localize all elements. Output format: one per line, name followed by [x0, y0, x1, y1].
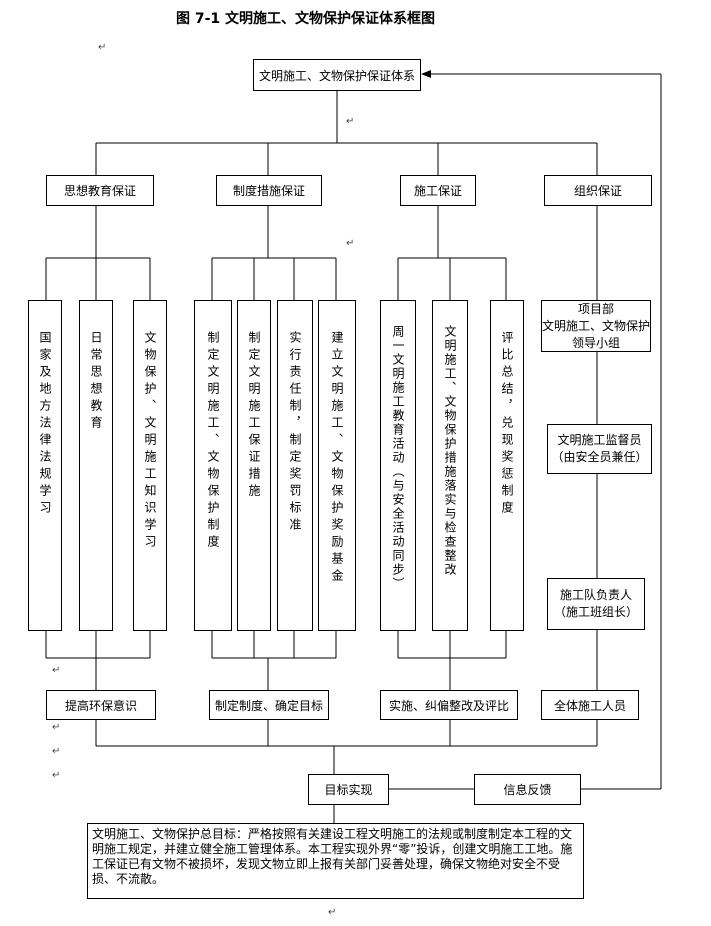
item-box: 周一文明施工教育活动（与安全活动同步） [380, 300, 416, 631]
paragraph-mark: ↵ [328, 907, 337, 918]
outcome-label: 制定制度、确定目标 [214, 698, 323, 713]
item-box: 文物保护、文明施工知识学习 [133, 300, 167, 631]
paragraph-mark: ↵ [346, 238, 355, 249]
item-label: 文物保护、文明施工知识学习 [143, 331, 157, 552]
paragraph-mark: ↵ [52, 665, 61, 676]
paragraph-mark: ↵ [98, 42, 107, 53]
item-label: 国家及地方法律法规学习 [38, 331, 52, 518]
item-label: 实行责任制，制定奖罚标准 [288, 331, 302, 535]
target-node-label: 目标实现 [324, 783, 373, 797]
branch-header-label: 制度措施保证 [232, 184, 305, 198]
branch-header-thought-education: 思想教育保证 [46, 175, 154, 206]
org-node-line: （由安全员兼任） [551, 450, 648, 464]
outcome-box: 实施、纠偏整改及评比 [380, 690, 518, 720]
outcome-box: 提高环保意识 [46, 690, 156, 720]
overall-goal-text: 文明施工、文物保护总目标：严格按照有关建设工程文明施工的法规或制度制定本工程的文… [92, 827, 573, 886]
paragraph-mark: ↵ [52, 746, 61, 757]
item-box: 制定文明施工保证措施 [237, 300, 271, 631]
branch-header-construction: 施工保证 [400, 175, 476, 206]
paragraph-mark: ↵ [346, 116, 355, 127]
outcome-box: 制定制度、确定目标 [209, 690, 329, 720]
paragraph-mark: ↵ [52, 770, 61, 781]
branch-header-organization: 组织保证 [544, 175, 652, 206]
diagram-title: 图 7-1 文明施工、文物保护保证体系框图 [176, 11, 436, 27]
overall-goal-box: 文明施工、文物保护总目标：严格按照有关建设工程文明施工的法规或制度制定本工程的文… [87, 823, 584, 899]
org-node-line: （施工班组长） [553, 605, 638, 619]
item-box: 文明施工、文物保护措施落实与检查整改 [432, 300, 468, 631]
root-node: 文明施工、文物保护保证体系 [253, 59, 421, 91]
item-box: 日常思想教育 [79, 300, 113, 631]
item-label: 制定文明施工保证措施 [247, 331, 261, 501]
item-label: 制定文明施工、文物保护制度 [206, 331, 220, 552]
org-node-line: 文明施工、文物保护 [542, 318, 651, 333]
org-node-line: 领导小组 [571, 335, 620, 350]
item-label: 日常思想教育 [89, 331, 103, 433]
org-node-supervisor: 文明施工监督员 （由安全员兼任） [547, 424, 652, 474]
outcome-label: 全体施工人员 [553, 698, 626, 713]
item-box: 建立文明施工、文物保护奖励基金 [318, 300, 356, 631]
org-node-line: 施工队负责人 [559, 588, 632, 602]
item-label: 评比总结，兑现奖惩制度 [500, 331, 514, 518]
outcome-box: 全体施工人员 [541, 690, 639, 720]
branch-header-label: 施工保证 [413, 184, 462, 198]
item-label: 周一文明施工教育活动（与安全活动同步） [391, 325, 405, 591]
outcome-label: 实施、纠偏整改及评比 [388, 698, 509, 713]
item-box: 实行责任制，制定奖罚标准 [277, 300, 313, 631]
outcome-label: 提高环保意识 [64, 698, 137, 713]
branch-header-label: 组织保证 [573, 184, 622, 198]
paragraph-mark: ↵ [52, 722, 61, 733]
org-node-line: 项目部 [577, 301, 614, 316]
feedback-node: 信息反馈 [474, 774, 581, 805]
item-label: 文明施工、文物保护措施落实与检查整改 [443, 325, 457, 577]
org-node-line: 文明施工监督员 [557, 433, 642, 447]
target-node: 目标实现 [308, 774, 389, 805]
branch-header-system-measures: 制度措施保证 [216, 175, 322, 206]
item-box: 国家及地方法律法规学习 [28, 300, 62, 631]
item-label: 建立文明施工、文物保护奖励基金 [330, 331, 344, 586]
root-node-label: 文明施工、文物保护保证体系 [258, 68, 415, 83]
org-node-project-dept: 项目部 文明施工、文物保护 领导小组 [541, 300, 651, 352]
item-box: 制定文明施工、文物保护制度 [194, 300, 232, 631]
branch-header-label: 思想教育保证 [63, 184, 136, 198]
org-node-team-leader: 施工队负责人 （施工班组长） [547, 578, 645, 630]
item-box: 评比总结，兑现奖惩制度 [490, 300, 524, 631]
feedback-node-label: 信息反馈 [503, 783, 552, 797]
